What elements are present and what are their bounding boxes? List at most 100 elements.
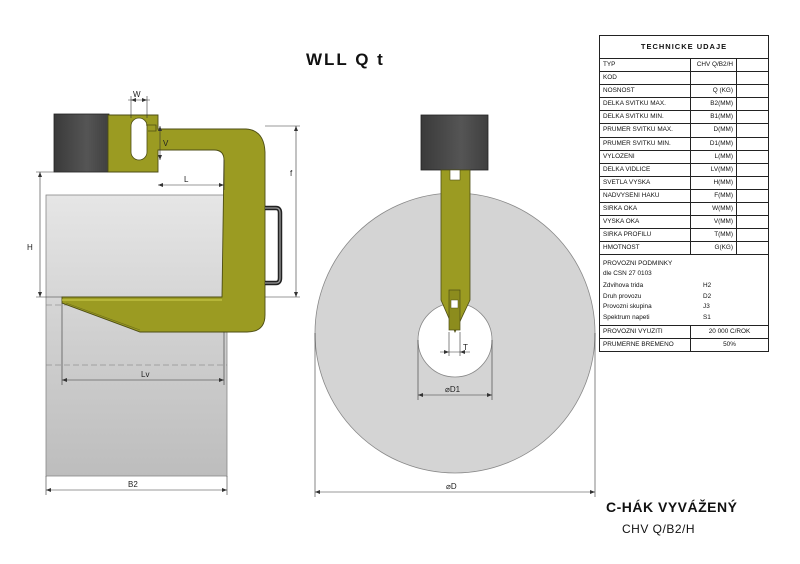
c-hook-body [61,114,266,333]
tech-row-blank [737,151,768,163]
tech-row-value: B2(mm) [691,98,737,111]
tech-row-blank [737,85,768,97]
tech-row-blank [737,177,768,189]
tech-row-label: NADVYSENI HAKU [600,189,691,203]
coil-side [45,194,228,477]
usage-label: PROVOZNI VYUZITI [600,326,691,339]
tech-row-blank [737,111,768,123]
conditions-norm: dle CSN 27 0103 [603,270,652,278]
condition-value: J3 [703,303,710,311]
tech-row-value: G(kg) [691,242,737,255]
counterweight-front [420,114,489,171]
tech-row-value: T(mm) [691,229,737,242]
tech-row-label: DELKA SVITKU MIN. [600,111,691,124]
condition-value: H2 [703,282,712,290]
tech-row-value [691,72,737,85]
tech-row-label: PRUMER SVITKU MAX. [600,124,691,137]
drawing-subtitle: CHV Q/B2/H [622,522,696,536]
tech-row: NADVYSENI HAKUf(mm) [600,189,768,204]
load-heading: WLL Q t [306,50,385,69]
tech-row-value: f(mm) [691,189,737,203]
tech-row-blank [737,216,768,228]
dim-l: L [184,175,189,184]
tech-row-value: L(mm) [691,150,737,163]
usage-label: PRUMERNE BREMENO [600,339,691,352]
dim-d: ⌀D [446,482,457,491]
tech-row: DELKA VIDLICELv(mm) [600,163,768,177]
tech-row-blank [737,59,768,71]
tech-row-value: B1(mm) [691,111,737,124]
handle-side [265,205,283,286]
tech-table-title: TECHNICKE UDAJE [600,36,768,59]
side-view: W V L H f Lv B2 [27,90,300,495]
tech-row-label: SIRKA PROFILU [600,229,691,242]
tech-row-label: SVETLA VYSKA [600,176,691,189]
front-view: T ⌀D1 ⌀D [314,114,596,497]
hook-arm-front [440,169,471,333]
condition-row: Provozni skupina J3 [603,302,765,313]
tech-row-value: Q (kg) [691,85,737,98]
drawing-title: C-HÁK VYVÁŽENÝ [606,499,738,515]
dim-d1: ⌀D1 [445,385,461,394]
tech-row: KOD [600,72,768,86]
dim-lv: Lv [141,370,149,379]
condition-label: Provozni skupina [603,303,652,311]
tech-row-label: TYP [600,59,691,72]
usage-row: PRUMERNE BREMENO 50% [600,339,768,352]
condition-label: Spektrum napeti [603,313,650,321]
condition-value: S1 [703,313,711,321]
tech-row-blank [737,229,768,241]
tech-row-label: KOD [600,72,691,85]
tech-row: PRUMER SVITKU MAX.D(mm) [600,124,768,138]
tech-row-blank [737,242,768,254]
usage-rows: PROVOZNI VYUZITI 20 000 c/rokPRUMERNE BRE… [600,326,768,352]
dim-b2: B2 [128,480,138,489]
usage-value: 20 000 c/rok [708,328,751,336]
condition-value: D2 [703,292,712,300]
dim-v: V [163,139,169,148]
dim-w: W [133,90,141,99]
tech-row-label: HMOTNOST [600,242,691,255]
usage-row: PROVOZNI VYUZITI 20 000 c/rok [600,326,768,340]
usage-value: 50% [723,341,736,349]
tech-row: PRUMER SVITKU MIN.D1(mm) [600,137,768,151]
tech-row-value: D1(mm) [691,137,737,150]
tech-row-value: V(mm) [691,216,737,229]
tech-row-label: NOSNOST [600,85,691,98]
tech-row-label: DELKA SVITKU MAX. [600,98,691,111]
condition-label: Druh provozu [603,292,642,300]
tech-row-blank [737,203,768,215]
tech-row-value: W(mm) [691,203,737,216]
tech-row-value: CHV Q/B2/H [691,59,737,72]
tech-row-blank [737,124,768,136]
tech-row-label: DELKA VIDLICE [600,163,691,176]
tech-row-label: SIRKA OKA [600,203,691,216]
counterweight-side [53,113,110,173]
lifting-eye-slot [130,117,148,161]
conditions-title: PROVOZNI PODMINKY [603,260,673,268]
condition-row: Druh provozu D2 [603,292,765,303]
tech-row: DELKA SVITKU MAX.B2(mm) [600,98,768,112]
tech-row-value: D(mm) [691,124,737,137]
tech-row-label: VYLOZENI [600,150,691,163]
tech-row-label: VYSKA OKA [600,216,691,229]
dim-h: H [27,243,33,252]
tech-row-blank [737,190,768,202]
tech-row: DELKA SVITKU MIN.B1(mm) [600,111,768,125]
tech-row-value: H(mm) [691,176,737,189]
tech-row-blank [737,164,768,176]
tech-row-blank [737,98,768,110]
tech-row-blank [737,72,768,84]
